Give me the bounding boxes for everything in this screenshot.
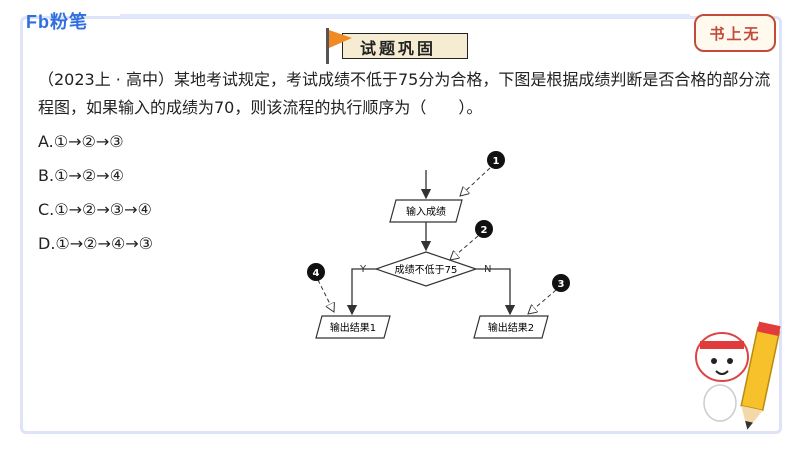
marker2-pointer (450, 235, 479, 260)
question-text: （2023上 · 高中）某地考试规定，考试成绩不低于75分为合格，下图是根据成绩… (38, 70, 771, 117)
stamp-badge: 书上无 (694, 14, 776, 52)
marker-3-label: 3 (558, 279, 565, 290)
no-branch-line (476, 268, 516, 316)
yes-label: Y (359, 264, 367, 275)
marker-4-label: 4 (313, 268, 320, 279)
page-title: 试题巩固 (360, 39, 437, 58)
marker-2-badge (475, 220, 493, 238)
input-label: 输入成绩 (406, 205, 446, 218)
option-c[interactable]: C.①→②→③→④ (38, 200, 152, 219)
marker3-pointer (528, 289, 557, 314)
output2-box (473, 315, 549, 339)
marker-2-label: 2 (481, 225, 488, 236)
yes-branch-line (346, 268, 376, 316)
marker1-pointer (460, 167, 491, 196)
no-label: N (484, 264, 491, 275)
input-box (389, 199, 463, 223)
marker-3-badge (552, 274, 570, 292)
output2-label: 输出结果2 (488, 321, 534, 334)
marker4-pointer (317, 279, 334, 312)
option-b[interactable]: B.①→②→④ (38, 166, 124, 185)
marker-4-badge (307, 263, 325, 281)
brand-logo: Fb粉笔 (26, 12, 88, 32)
title-banner: 试题巩固 (320, 26, 470, 64)
top-bar (120, 14, 690, 18)
pencil-mascot-icon (695, 321, 781, 430)
marker-1-label: 1 (493, 156, 500, 167)
flag-icon (326, 28, 352, 64)
decision-label: 成绩不低于75 (395, 263, 458, 276)
marker-1-badge (487, 151, 505, 169)
title-box (342, 33, 468, 59)
option-a[interactable]: A.①→②→③ (38, 132, 124, 151)
option-d[interactable]: D.①→②→④→③ (38, 234, 153, 253)
output1-box (315, 315, 391, 339)
output1-label: 输出结果1 (330, 321, 376, 334)
